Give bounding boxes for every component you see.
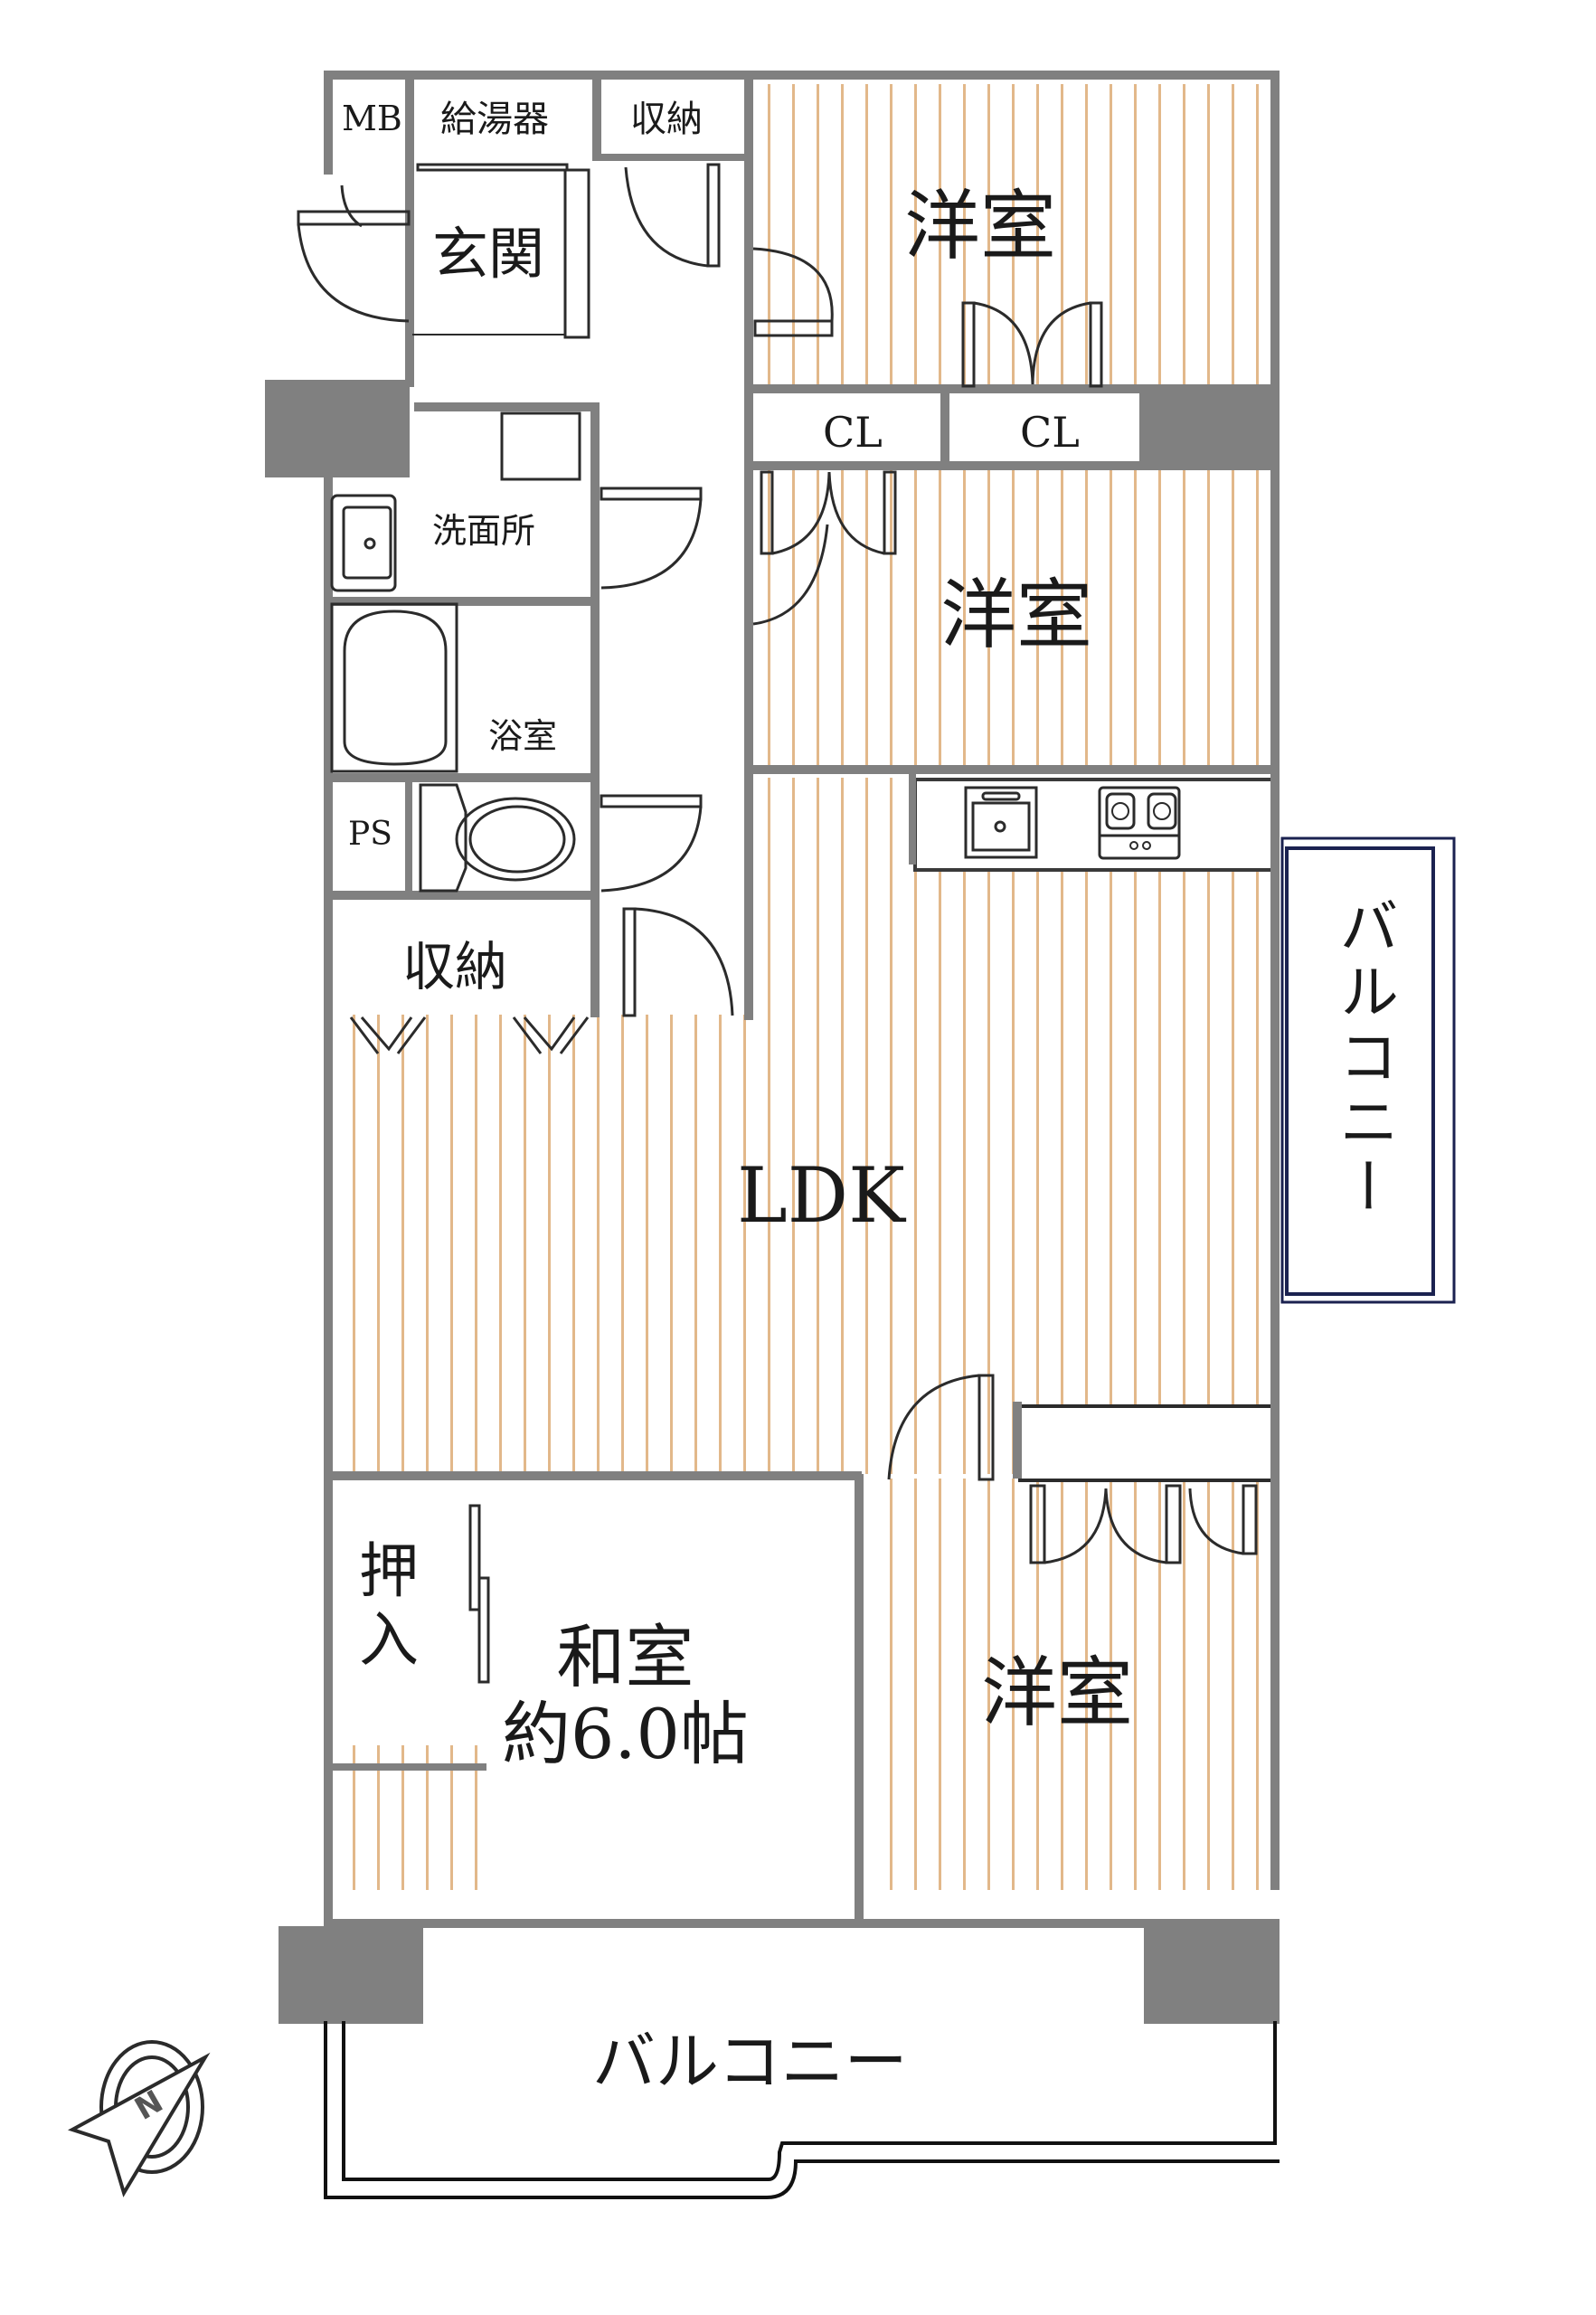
label-closet-1: CL xyxy=(823,408,883,457)
label-mb: MB xyxy=(342,99,402,138)
stove-icon xyxy=(1098,786,1181,860)
western-room-3-floor xyxy=(871,1479,1275,1890)
fixtures xyxy=(297,163,1258,1684)
label-western-room-2: 洋室 xyxy=(940,571,1093,659)
label-entrance: 玄関 xyxy=(432,221,545,287)
sink-icon xyxy=(964,786,1038,859)
label-western-room-1: 洋室 xyxy=(904,182,1057,270)
label-bathroom: 浴室 xyxy=(488,716,558,756)
label-western-room-3: 洋室 xyxy=(981,1649,1134,1737)
compass-icon: N xyxy=(67,2040,211,2197)
kitchen-counter xyxy=(913,778,1277,872)
ldk-floor-left xyxy=(335,1017,751,1474)
label-oshiire-line1: 押 xyxy=(359,1536,419,1606)
label-storage-mid: 収納 xyxy=(402,936,508,997)
label-japanese-room-name: 和室 xyxy=(556,1617,694,1697)
bottom-balcony xyxy=(324,2021,1280,2199)
western-room-1-floor xyxy=(749,84,1275,389)
label-washroom: 洗面所 xyxy=(432,511,536,551)
label-ps: PS xyxy=(348,816,392,853)
side-balcony xyxy=(1280,836,1456,1304)
label-japanese-room-size: 約6.0帖 xyxy=(502,1694,749,1775)
label-oshiire-line2: 入 xyxy=(359,1604,419,1675)
ldk-cabinet xyxy=(1018,1404,1278,1482)
label-storage-top: 収納 xyxy=(630,99,703,140)
western-room-2-floor xyxy=(749,470,1275,769)
label-balcony-side: バルコニー xyxy=(1329,895,1399,1221)
label-closet-2: CL xyxy=(1020,408,1080,457)
walls xyxy=(265,71,1280,2024)
label-oshiire: 押 入 xyxy=(359,1537,419,1675)
label-water-heater: 給湯器 xyxy=(440,99,549,140)
label-ldk: LDK xyxy=(737,1151,905,1240)
label-japanese-room: 和室 約6.0帖 xyxy=(502,1619,749,1772)
label-balcony-bottom: バルコニー xyxy=(592,2025,908,2099)
